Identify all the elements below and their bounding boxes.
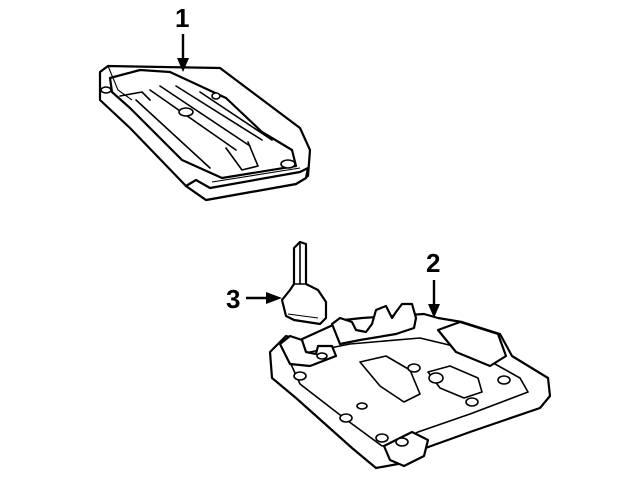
arrowhead-icon	[177, 58, 189, 72]
part-1-cover-plate	[98, 64, 312, 202]
arrowhead-icon	[266, 292, 282, 304]
callout-3: 3	[226, 284, 282, 314]
arrowhead-icon	[428, 304, 440, 318]
callout-label-3: 3	[226, 284, 240, 314]
callout-2: 2	[426, 248, 440, 318]
callout-label-1: 1	[175, 3, 189, 33]
callout-label-2: 2	[426, 248, 440, 278]
part-2-lower-tray	[268, 302, 552, 470]
part-3-clip	[280, 240, 328, 326]
callout-1: 1	[175, 3, 189, 72]
